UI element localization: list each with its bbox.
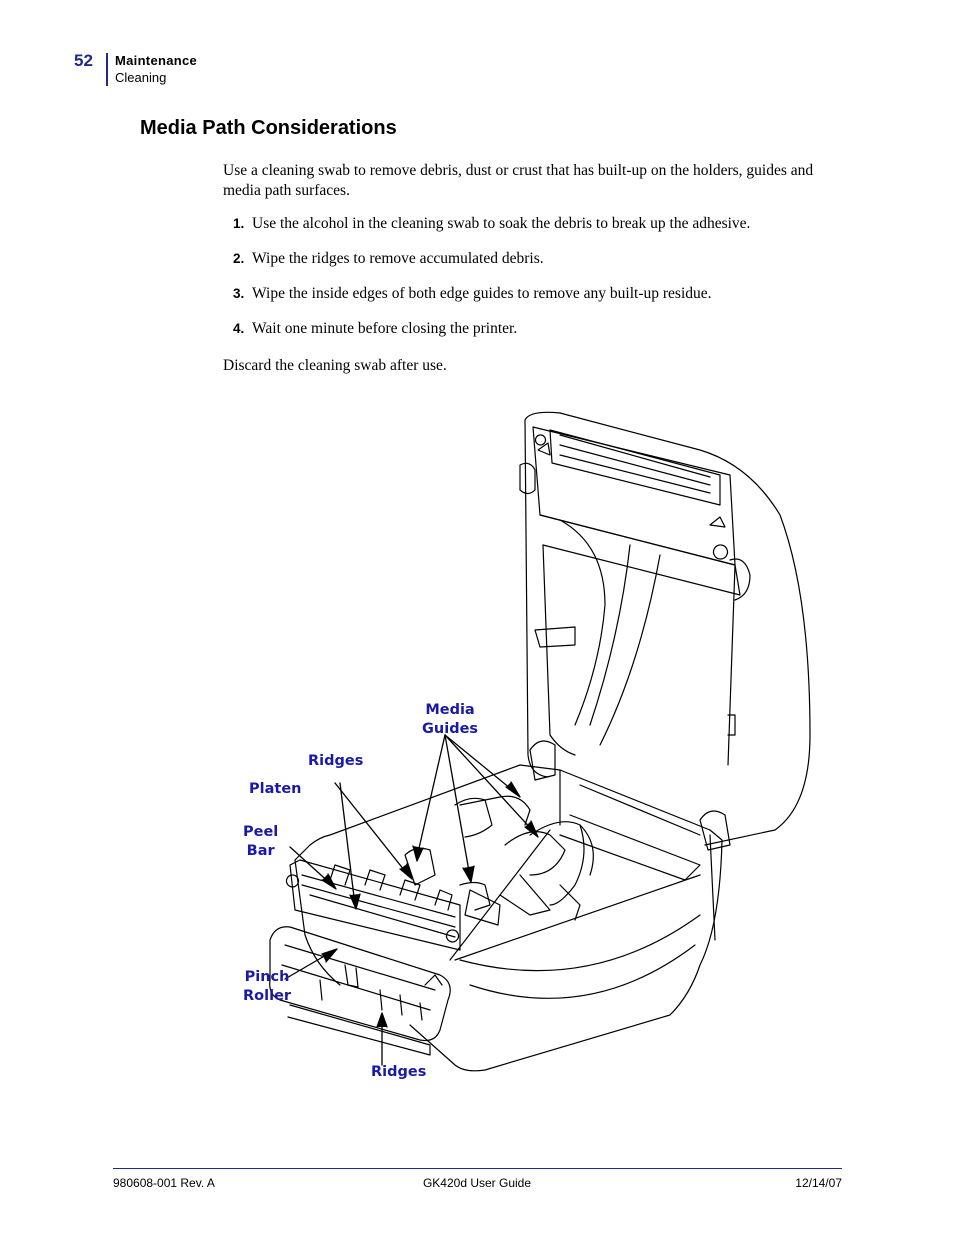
callout-text: Roller (243, 988, 292, 1004)
step-item: 3. Wipe the inside edges of both edge gui… (233, 284, 712, 304)
step-text: Wipe the ridges to remove accumulated de… (252, 250, 544, 267)
header-section: Maintenance (115, 53, 198, 68)
callout-pinch-roller: Pinch Roller (243, 968, 291, 1006)
footer-divider (113, 1168, 842, 1169)
callout-ridges-bottom: Ridges (371, 1064, 427, 1080)
footer-date: 12/14/07 (795, 1176, 842, 1190)
callout-ridges-top: Ridges (308, 753, 364, 769)
callout-arrows (284, 734, 539, 1066)
section-title: Media Path Considerations (140, 117, 397, 139)
callout-text: Media (425, 702, 475, 718)
base-outline (294, 764, 521, 861)
step-text: Wipe the inside edges of both edge guide… (252, 285, 712, 302)
header-subsection: Cleaning (115, 70, 167, 85)
step-item: 4. Wait one minute before closing the pri… (233, 319, 517, 339)
step-item: 1. Use the alcohol in the cleaning swab t… (233, 214, 750, 234)
callout-text: Pinch (244, 969, 290, 985)
lid-outline (524, 411, 811, 846)
callout-text: Guides (422, 721, 479, 737)
callout-platen: Platen (249, 781, 302, 797)
step-number: 4. (233, 321, 245, 336)
callout-text: Bar (246, 843, 275, 859)
step-number: 1. (233, 216, 245, 231)
page-number: 52 (74, 51, 93, 70)
intro-paragraph: Use a cleaning swab to remove debris, du… (223, 162, 814, 199)
step-number: 3. (233, 286, 245, 301)
footer-doc-number: 980608-001 Rev. A (113, 1176, 215, 1190)
step-number: 2. (233, 251, 245, 266)
printer-illustration: Media Guides Ridges Platen Peel Bar Pinc… (230, 405, 830, 1095)
callout-peel-bar: Peel Bar (243, 823, 278, 861)
callout-text: Peel (243, 824, 279, 840)
closing-paragraph: Discard the cleaning swab after use. (223, 357, 447, 374)
step-text: Use the alcohol in the cleaning swab to … (252, 215, 751, 232)
footer-doc-title: GK420d User Guide (422, 1176, 532, 1190)
step-item: 2. Wipe the ridges to remove accumulated … (233, 249, 544, 269)
printer-line-drawing (269, 411, 811, 1072)
callout-media-guides: Media Guides (422, 701, 478, 739)
step-text: Wait one minute before closing the print… (252, 320, 518, 337)
header-divider (106, 53, 108, 86)
